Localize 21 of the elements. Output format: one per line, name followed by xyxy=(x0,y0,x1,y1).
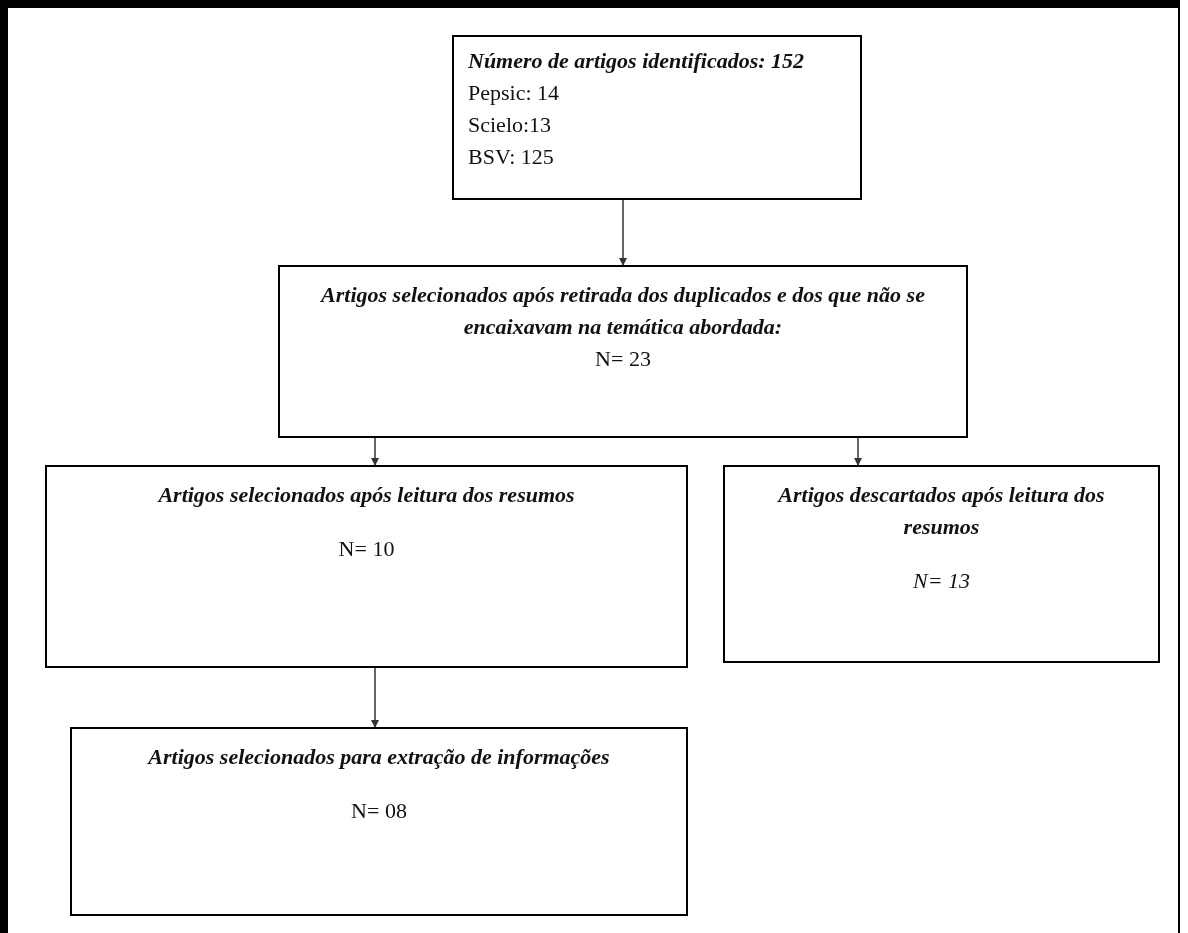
process-box xyxy=(70,727,688,916)
box-text: N= 10 xyxy=(337,534,396,563)
box-heading: Artigos descartados após leitura dos resumos xyxy=(776,481,1106,541)
box-heading: Artigos selecionados após retirada dos duplicados e dos que não se encaixavam na temática abordada: xyxy=(319,281,926,341)
process-box xyxy=(278,265,968,438)
box-text: N= 08 xyxy=(350,796,408,825)
box-text: N= 13 xyxy=(912,566,971,595)
box-text: Scielo:13 xyxy=(468,110,553,139)
box-heading: Artigos selecionados após leitura dos resumos xyxy=(156,481,576,509)
arrow xyxy=(371,667,379,728)
box-heading: Artigos selecionados para extração de informações xyxy=(146,743,611,771)
process-box xyxy=(723,465,1160,663)
box-text: BSV: 125 xyxy=(468,142,555,171)
box-text: N= 23 xyxy=(594,344,652,373)
box-heading: Número de artigos identificados: 152 xyxy=(468,47,806,75)
arrow xyxy=(371,437,379,466)
process-box xyxy=(45,465,688,668)
box-text: Pepsic: 14 xyxy=(468,78,561,107)
process-box xyxy=(452,35,862,200)
arrow xyxy=(854,437,862,466)
arrow xyxy=(619,199,627,266)
